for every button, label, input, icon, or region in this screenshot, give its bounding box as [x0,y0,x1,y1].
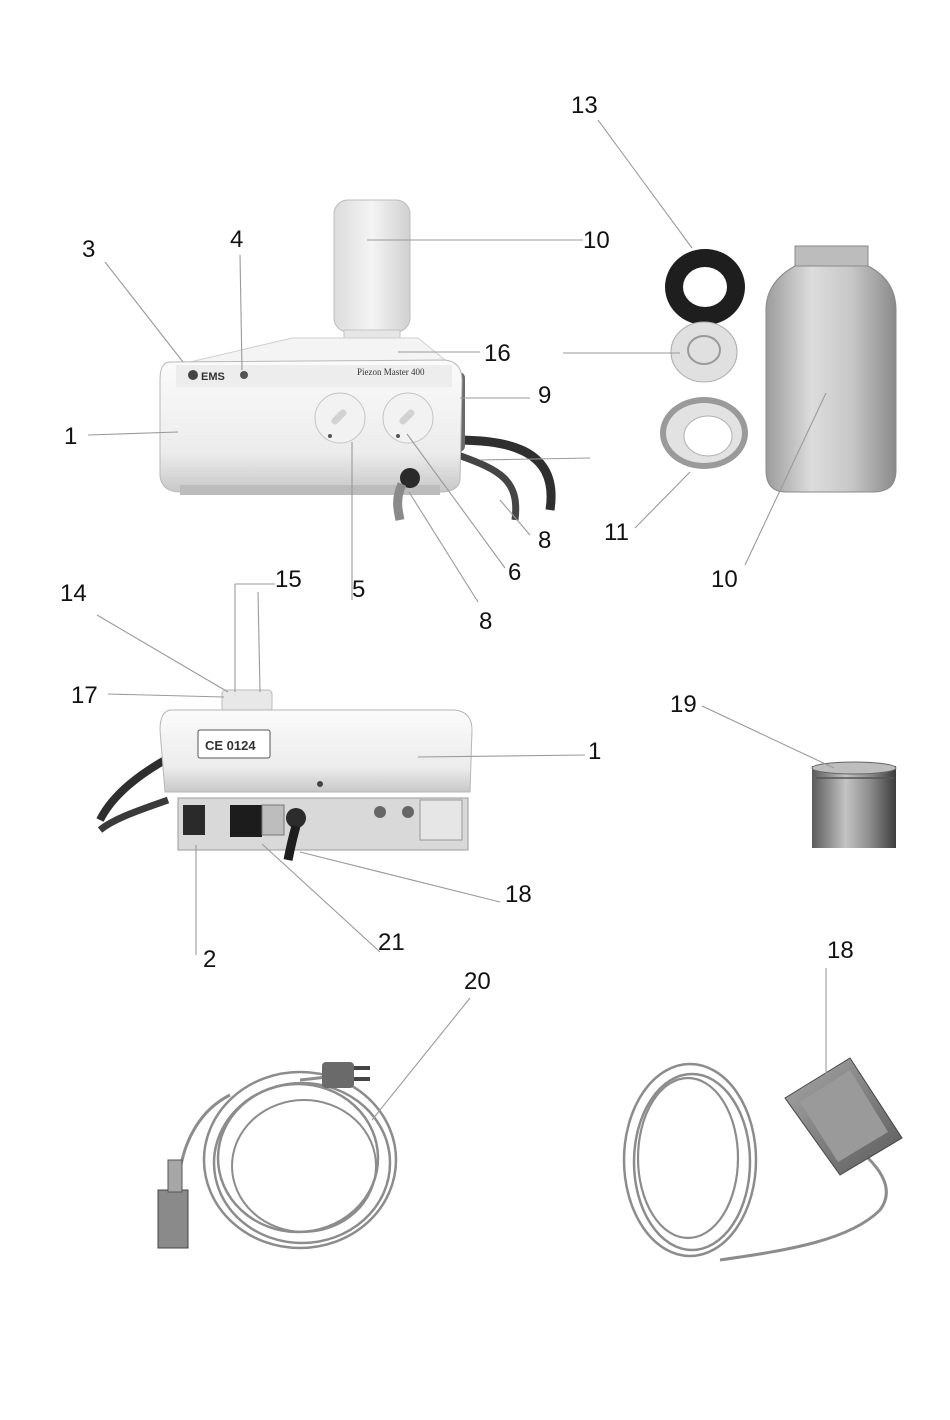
indicator-light-icon [240,371,248,379]
callout-15: 15 [275,566,302,593]
callout-19: 19 [670,691,697,718]
power-switch [183,805,205,835]
power-indicator-icon [188,370,198,380]
callout-1-front: 1 [64,423,77,450]
callout-8-tube: 8 [479,608,492,635]
callout-1-rear: 1 [588,738,601,765]
foot-control-socket [286,808,306,828]
callout-11: 11 [604,519,629,546]
callout-20: 20 [464,968,491,995]
callout-13: 13 [571,92,598,119]
callout-5: 5 [352,576,365,603]
brand-label: EMS [201,371,225,383]
mains-plug [322,1062,370,1088]
callout-3: 3 [82,236,95,263]
foot-control [785,1058,902,1175]
water-bottle [766,246,896,492]
model-label: Piezon Master 400 [357,367,425,377]
ce-mark-label: CE 0124 [205,738,256,753]
callout-17: 17 [71,682,98,709]
callout-10-loose: 10 [711,566,738,593]
callout-6: 6 [508,559,521,586]
callout-14: 14 [60,580,87,607]
callout-9: 9 [538,382,551,409]
callout-4: 4 [230,226,243,253]
seal-ring [665,249,745,325]
callout-labels: 13 3 4 10 16 9 1 8 11 6 10 5 15 14 8 17 … [60,92,854,995]
callout-18-socket: 18 [505,881,532,908]
water-bottle-mounted [334,200,410,354]
callout-18-foot: 18 [827,937,854,964]
device-connector [158,1160,188,1248]
callout-2: 2 [203,946,216,973]
bottle-cap [660,397,748,469]
callout-16: 16 [484,340,511,367]
knob-5 [315,393,365,443]
valve-insert [671,322,737,382]
power-socket [230,805,262,837]
metal-sleeve [812,762,896,848]
callout-8-cable: 8 [538,527,551,554]
mains-cable [180,1072,396,1248]
callout-10-bottle: 10 [583,227,610,254]
device-rear-view: CE 0124 [100,690,472,860]
callout-21: 21 [378,929,405,956]
